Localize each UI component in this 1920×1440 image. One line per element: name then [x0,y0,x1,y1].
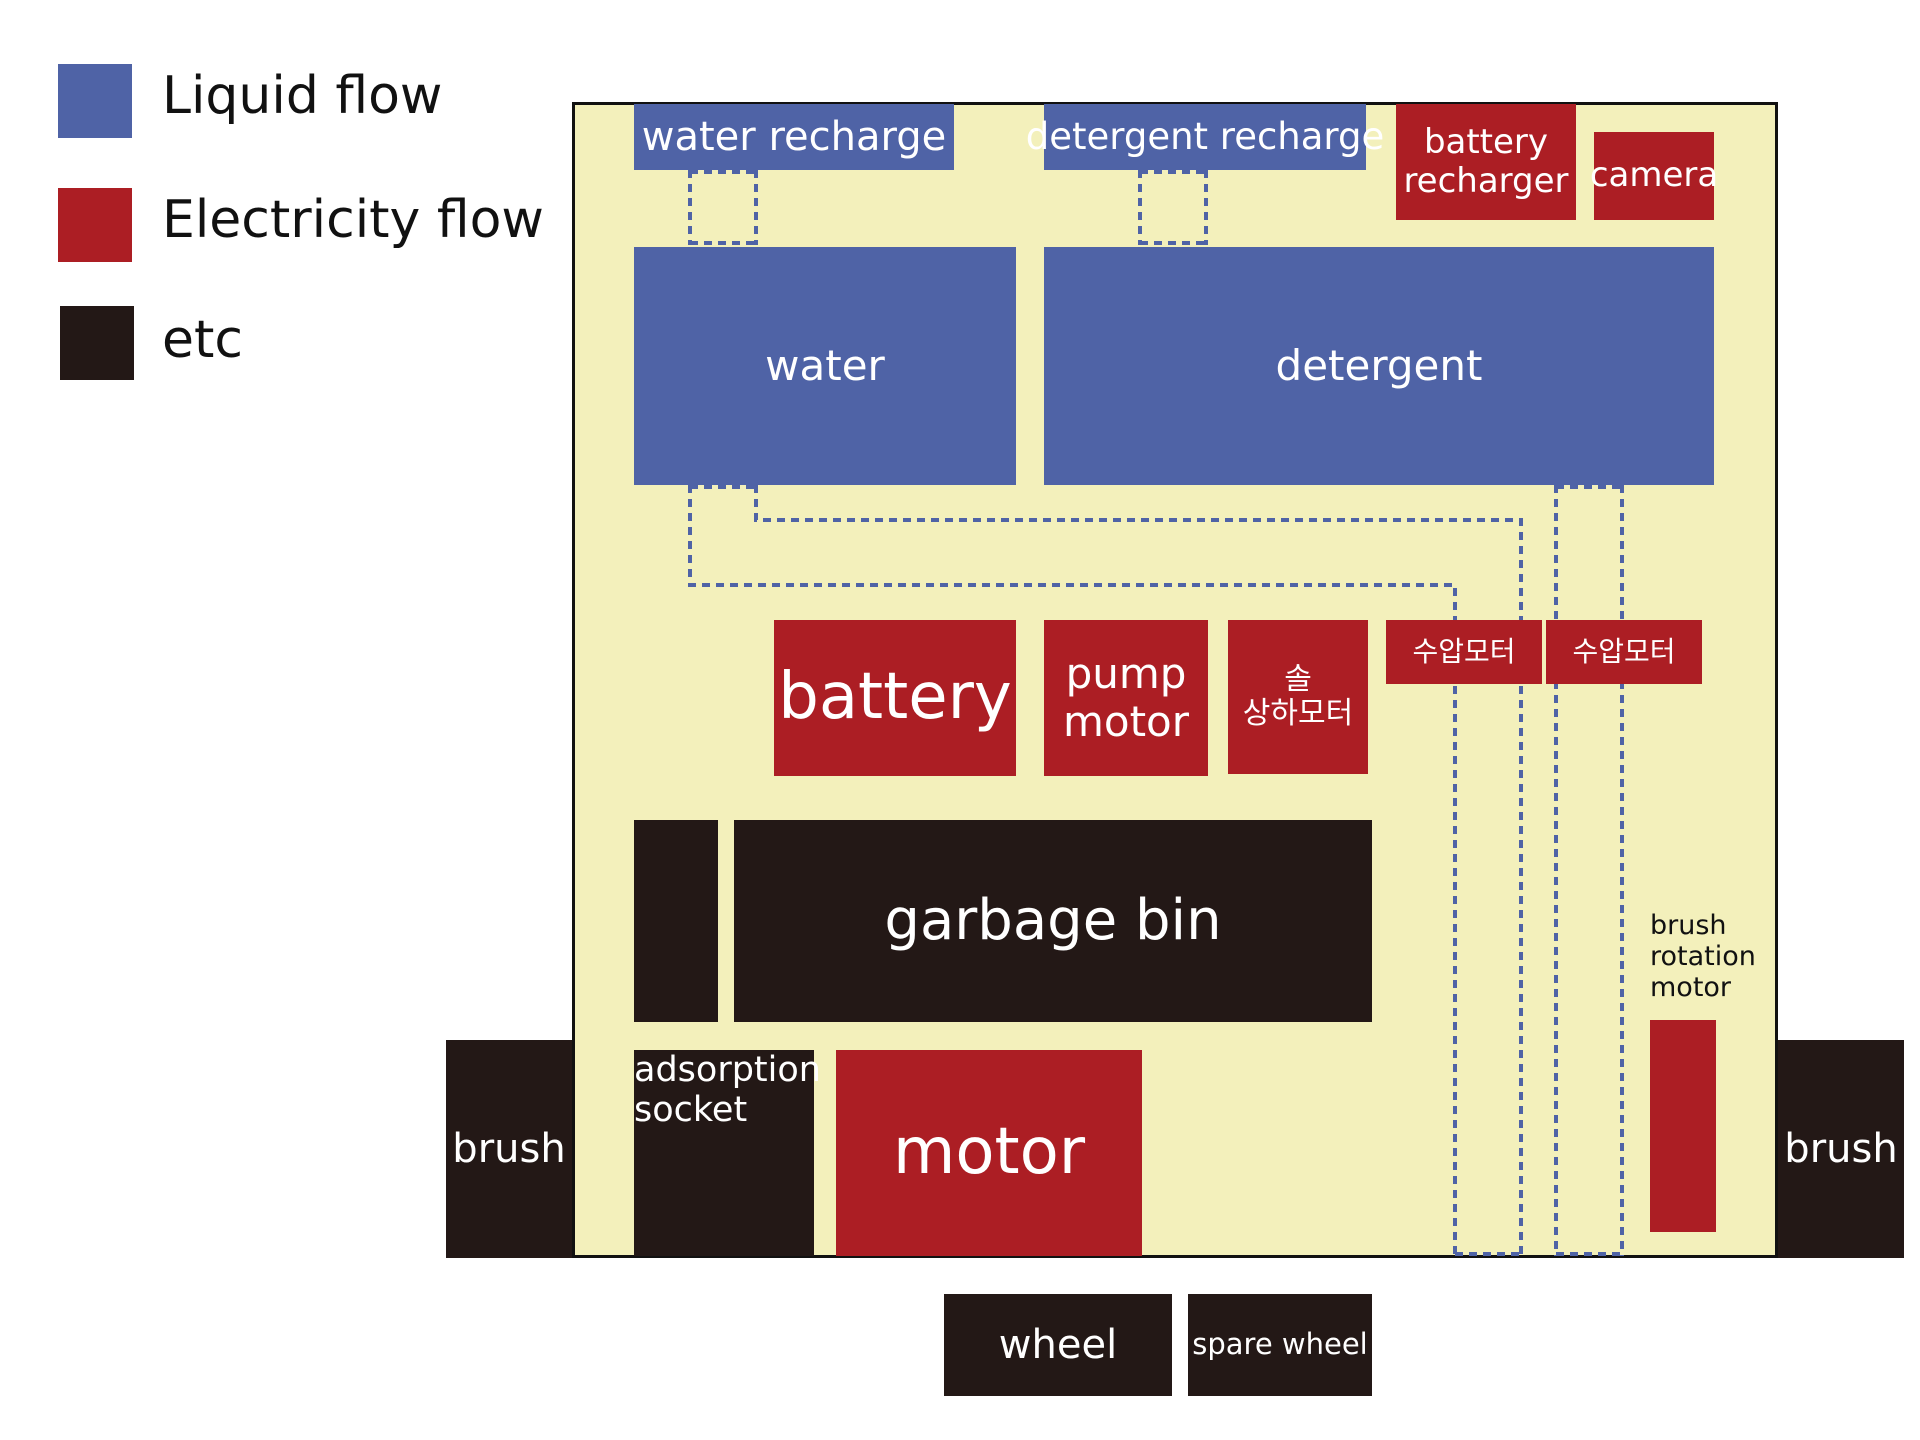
adsorption-socket-label-1: adsorption [634,1050,821,1090]
battery-label: battery [778,660,1012,735]
brush-rotation-motor-label: brush rotation motor [1650,910,1770,1020]
legend-swatch-electricity [58,188,132,262]
motor: motor [836,1050,1142,1256]
detergent-recharge: detergent recharge [1026,104,1384,170]
water-recharge-label: water recharge [641,114,947,160]
garbage-bin-label: garbage bin [884,887,1222,953]
brush-rotation-label-3: motor [1650,972,1732,1004]
water-tank: water [634,247,1016,485]
motor-label: motor [892,1115,1086,1190]
battery-recharger: battery recharger [1396,104,1576,220]
water-pressure-motor-1-label: 수압모터 [1412,634,1516,668]
detergent-recharge-label: detergent recharge [1025,114,1385,158]
brush-right-label: brush [1784,1126,1898,1172]
water-pressure-motor-2-label: 수압모터 [1572,634,1676,668]
brush-lift-motor-label-2: 상하모터 [1242,696,1354,731]
camera-label: camera [1589,155,1719,196]
legend-swatch-liquid [58,64,132,138]
brush-rotation-label-1: brush [1650,910,1727,941]
detergent-tank: detergent [1044,247,1714,485]
legend-label-liquid: Liquid flow [162,66,443,126]
pump-motor: pump motor [1044,620,1208,776]
garbage-bin-side-panel [634,820,718,1022]
water-pressure-motor-1: 수압모터 [1386,620,1542,684]
wheel-label: wheel [998,1322,1118,1368]
battery: battery [774,620,1016,776]
brush-left: brush [446,1040,572,1258]
water-recharge: water recharge [634,104,954,170]
legend-swatch-etc [60,306,134,380]
wheel: wheel [944,1294,1172,1396]
spare-wheel: spare wheel [1188,1294,1372,1396]
brush-lift-motor-label-1: 솔 [1284,661,1312,697]
brush-right: brush [1778,1040,1904,1258]
pump-motor-label-2: motor [1062,697,1190,746]
pump-motor-label-1: pump [1065,648,1187,698]
battery-recharger-label-2: recharger [1403,161,1569,201]
camera: camera [1590,132,1718,220]
water-tank-label: water [765,340,885,390]
spare-wheel-label: spare wheel [1192,1327,1368,1362]
adsorption-socket-label-2: socket [634,1090,748,1131]
detergent-tank-label: detergent [1275,340,1483,390]
battery-recharger-label-1: battery [1423,121,1549,162]
brush-rotation-label-2: rotation [1650,941,1756,973]
brush-lift-motor: 솔 상하모터 [1228,620,1368,774]
water-pressure-motor-2: 수압모터 [1546,620,1702,684]
adsorption-socket: adsorption socket [634,1050,821,1256]
garbage-bin: garbage bin [734,820,1372,1022]
legend-label-etc: etc [162,310,243,370]
brush-left-label: brush [452,1126,566,1172]
brush-rotation-motor [1650,1020,1716,1232]
legend-label-electricity: Electricity flow [162,190,544,250]
